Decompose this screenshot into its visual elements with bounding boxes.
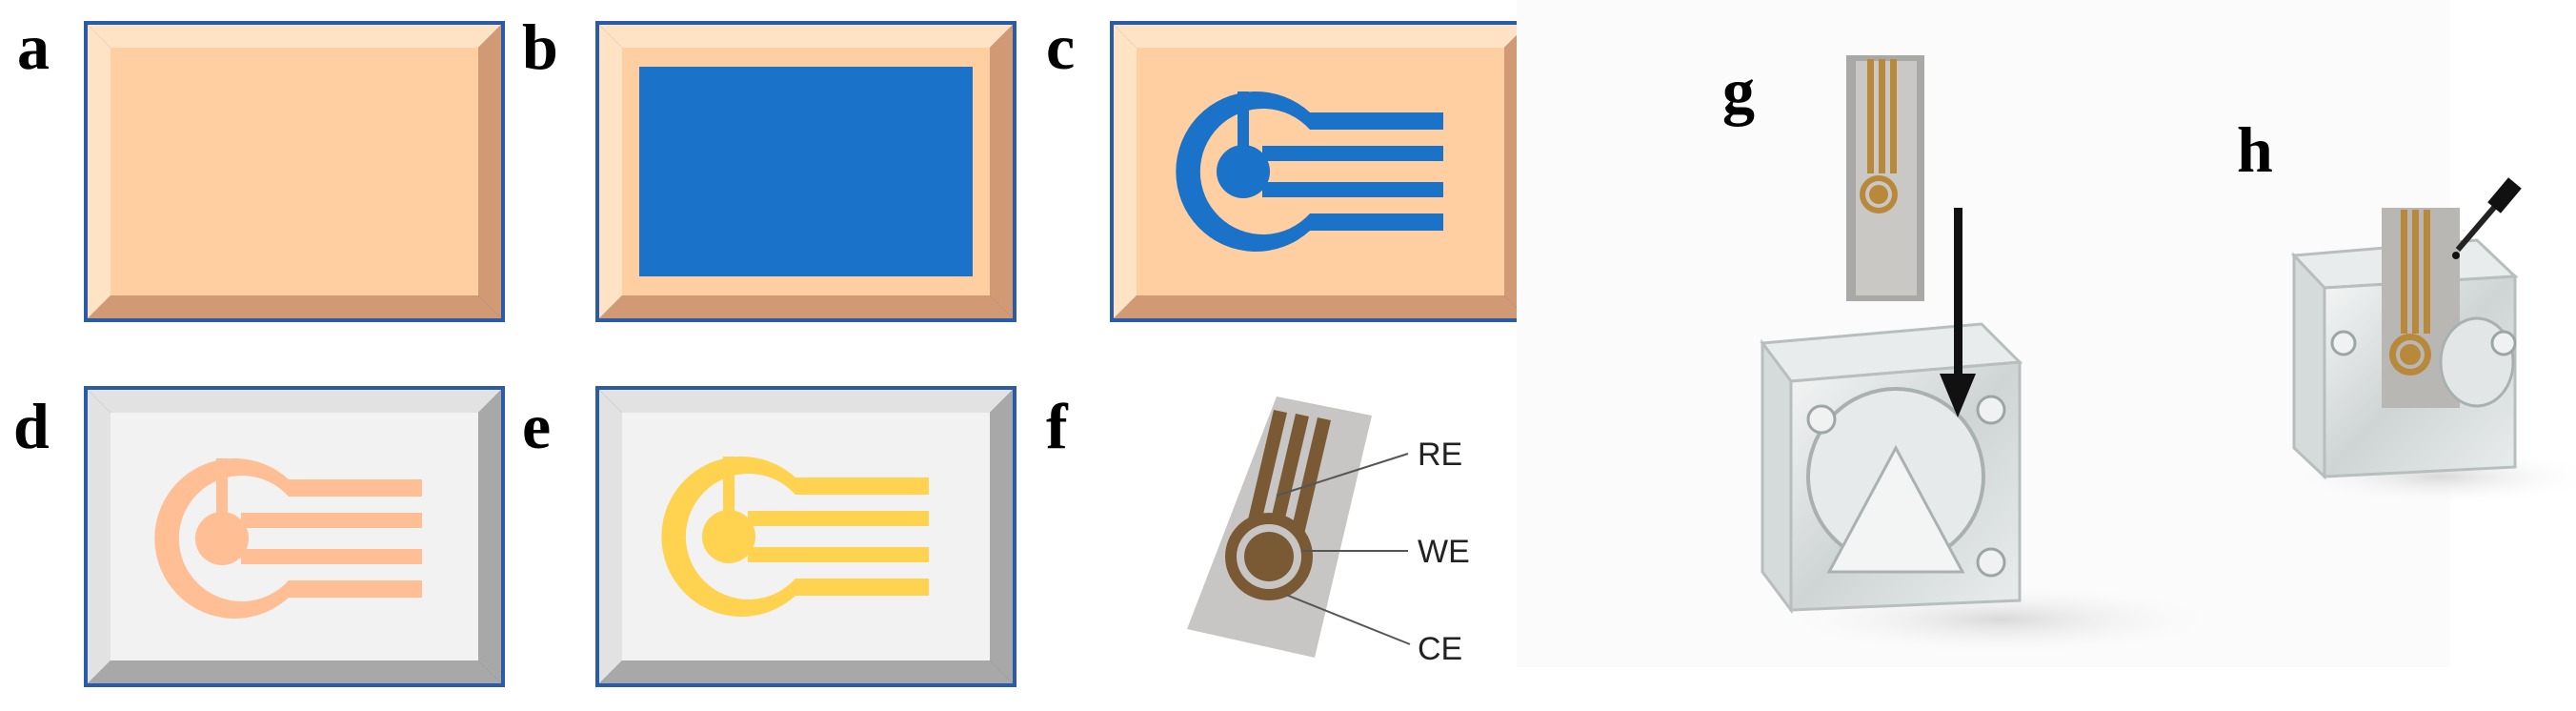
electrode-strip-inserting [1846, 55, 1924, 301]
panel-label-g: g [1722, 54, 1755, 127]
substrate-plate-a [84, 21, 505, 322]
panel-label-d: d [13, 390, 50, 462]
panel-h: h [2237, 113, 2576, 505]
substrate-plate-e [595, 386, 1016, 687]
working-electrode-disk [1244, 532, 1294, 581]
panel-g: g [1517, 0, 2450, 667]
electrode-label-we: WE [1418, 534, 1470, 570]
panel-label-a: a [17, 10, 50, 83]
panel-e: e [522, 386, 1016, 687]
insertion-arrow [1940, 208, 1976, 417]
substrate-plate-c [1110, 21, 1531, 322]
panel-b: b [522, 10, 1016, 322]
substrate-plate-b [595, 21, 1016, 322]
panel-c: c [1046, 10, 1531, 322]
electrochemical-cell-h [2290, 208, 2519, 480]
panel-f: f RE WE CE [1046, 390, 1470, 667]
electrode-label-re: RE [1418, 437, 1462, 473]
panel-label-f: f [1046, 390, 1069, 462]
conductive-layer [639, 67, 973, 276]
dropper-icon [2452, 177, 2522, 259]
leader-line-ce [1285, 594, 1411, 645]
electrode-label-ce: CE [1418, 631, 1462, 667]
substrate-plate-d [84, 386, 505, 687]
panel-d: d [13, 386, 505, 687]
panel-a: a [17, 10, 505, 322]
electrochemical-cell-g [1760, 322, 2023, 615]
panel-label-b: b [522, 10, 558, 83]
leader-line-re [1276, 453, 1409, 497]
panel-label-e: e [522, 390, 551, 462]
panel-label-c: c [1046, 10, 1075, 83]
screen-printed-electrode-strip: RE WE CE [1187, 396, 1470, 667]
panel-label-h: h [2237, 113, 2273, 186]
